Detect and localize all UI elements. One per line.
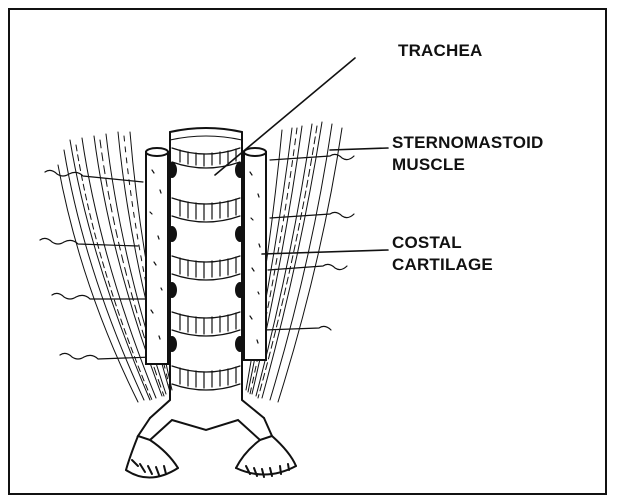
sternomastoid-label-line2: MUSCLE [392, 154, 465, 175]
cartilage-joints [167, 162, 245, 352]
costal-label-line1: COSTAL [392, 232, 462, 253]
ring-1 [172, 148, 240, 168]
costal-leader-line [262, 250, 388, 254]
ring-5 [172, 366, 240, 390]
left-costal-cartilage [146, 148, 168, 364]
ring-4 [172, 312, 240, 336]
leader-lines [215, 58, 388, 254]
trachea-leader-line [215, 58, 355, 175]
costal-label-line2: CARTILAGE [392, 254, 493, 275]
bronchi [126, 418, 296, 478]
ring-2 [172, 198, 240, 222]
ring-3 [172, 256, 240, 280]
trachea-label: TRACHEA [398, 40, 483, 61]
trachea-rings [172, 148, 240, 390]
sternomastoid-label-line1: STERNOMASTOID [392, 132, 544, 153]
